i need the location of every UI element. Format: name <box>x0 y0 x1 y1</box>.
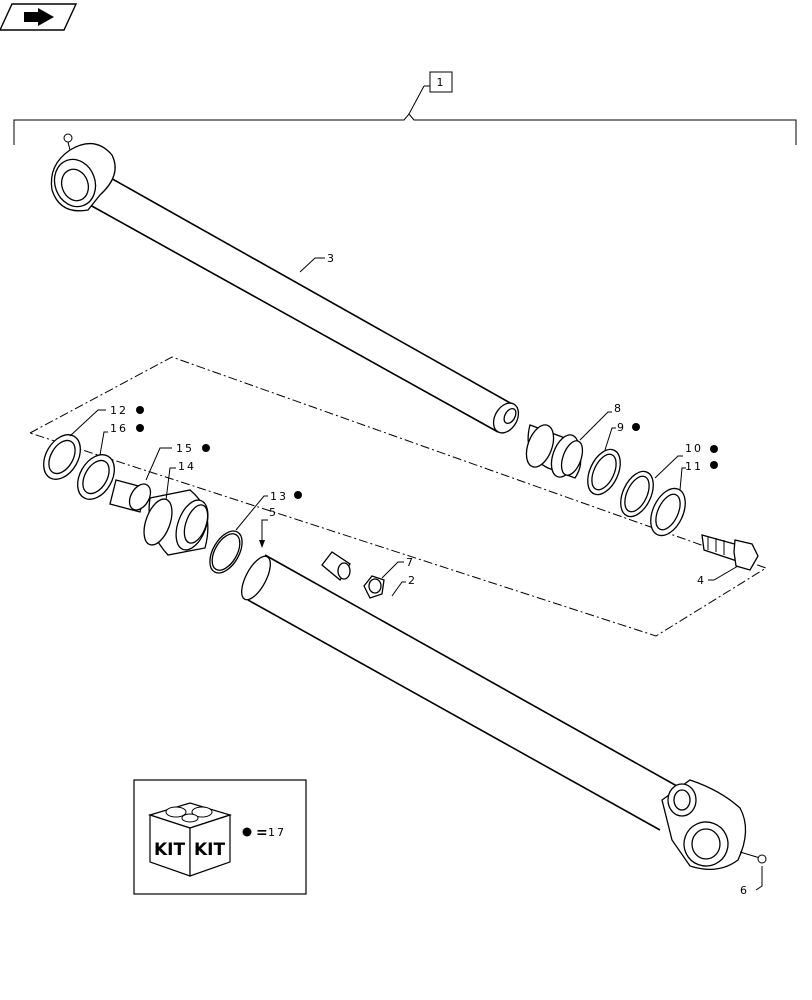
kit-dot-icon <box>710 461 718 469</box>
callout-13: 13 <box>270 490 288 503</box>
callout-3: 3 <box>327 252 336 265</box>
kit-dot-icon <box>242 827 252 837</box>
callout-7: 7 <box>406 556 415 569</box>
gland-14: 14 <box>143 460 209 556</box>
kit-box-icon <box>147 802 233 877</box>
callout-9: 9 <box>617 421 626 434</box>
callout-2: 2 <box>408 574 417 587</box>
callout-5: 5 <box>269 506 278 519</box>
kit-ref: 17 <box>268 826 286 839</box>
callout-16: 16 <box>110 422 128 435</box>
cylinder-barrel: 7 2 6 <box>241 551 767 897</box>
callout-15: 15 <box>176 442 194 455</box>
callout-11: 11 <box>685 460 703 473</box>
wiper-ring-12: 12 <box>43 404 144 480</box>
kit-dot-icon <box>202 444 210 452</box>
back-arrow-icon[interactable] <box>0 3 78 31</box>
bushing-15: 15 <box>109 442 210 513</box>
kit-dot-icon <box>136 406 144 414</box>
seal-ring-10: 10 <box>620 442 718 518</box>
seal-ring-9: 9 <box>587 421 640 496</box>
kit-dot-icon <box>632 423 640 431</box>
callout-14: 14 <box>178 460 196 473</box>
kit-equals: = <box>256 825 270 841</box>
callout-1: 1 <box>437 76 446 89</box>
o-ring-13: 13 <box>209 490 302 574</box>
callout-5-arrow: 5 <box>259 506 278 548</box>
assembly-bracket: 1 <box>13 71 797 145</box>
callout-10: 10 <box>685 442 703 455</box>
kit-legend: KIT KIT = 17 <box>133 779 307 895</box>
kit-dot-icon <box>710 445 718 453</box>
piston: 8 <box>525 402 623 479</box>
kit-dot-icon <box>136 424 144 432</box>
seal-ring-16: 16 <box>77 422 144 500</box>
bolt: 4 <box>697 534 759 587</box>
kit-dot-icon <box>294 491 302 499</box>
callout-6: 6 <box>740 884 749 897</box>
kit-label-right: KIT <box>194 840 225 860</box>
callout-8: 8 <box>614 402 623 415</box>
callout-4: 4 <box>697 574 706 587</box>
callout-12: 12 <box>110 404 128 417</box>
kit-label-left: KIT <box>154 840 185 860</box>
piston-rod: 3 <box>50 133 520 434</box>
seal-ring-11: 11 <box>650 460 718 537</box>
